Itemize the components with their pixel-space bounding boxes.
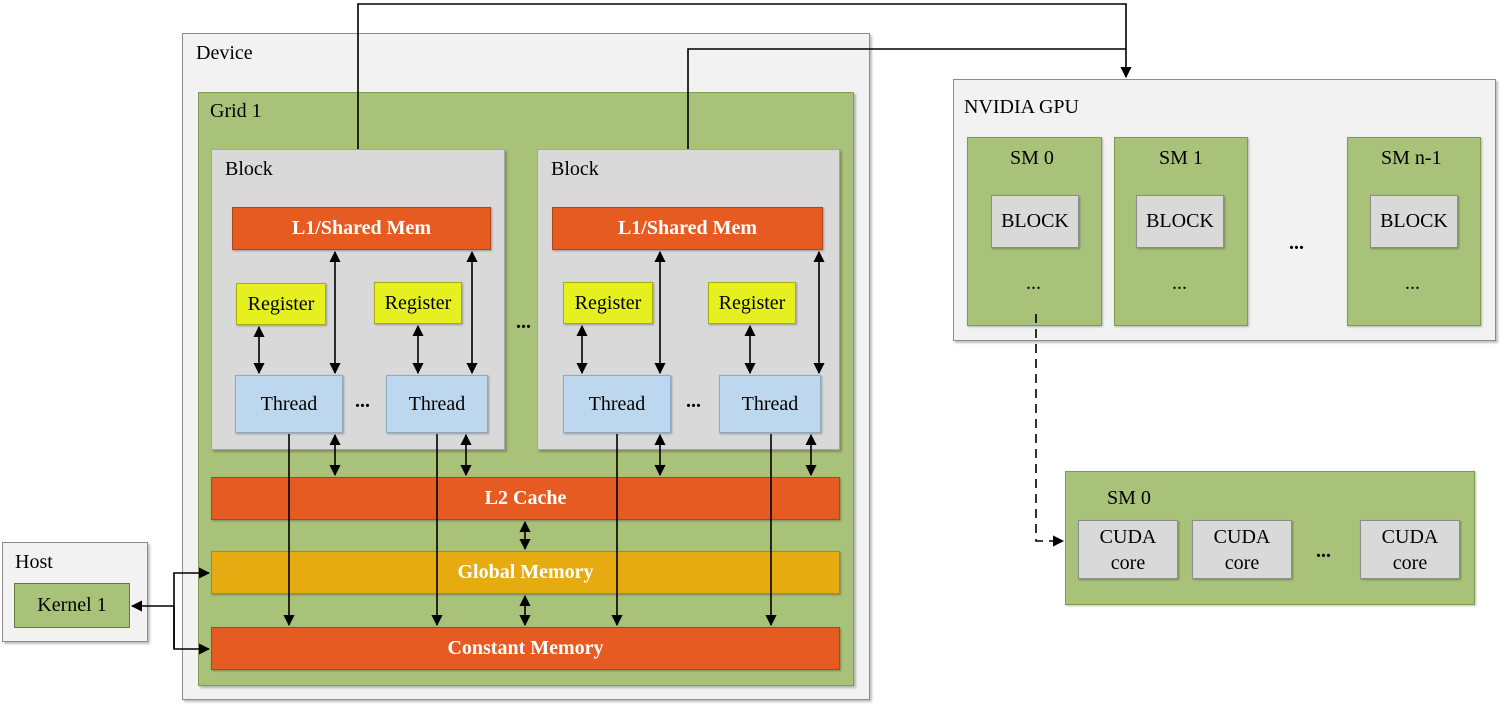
block-1-shared-mem: L1/Shared Mem (232, 207, 491, 250)
sm-n-1-block: BLOCK (1370, 195, 1458, 248)
between-sms-ellipsis: ... (1289, 232, 1304, 254)
cuda-core-2: CUDA core (1192, 520, 1292, 579)
cuda-core-ellipsis: ... (1316, 540, 1331, 562)
block-2-register-2: Register (708, 282, 796, 324)
block-1-title: Block (225, 158, 273, 180)
cuda-core-3: CUDA core (1360, 520, 1460, 579)
cuda-core-1: CUDA core (1078, 520, 1178, 579)
sm-1-ellipsis: ... (1172, 272, 1187, 294)
block-2-title: Block (551, 158, 599, 180)
cuda-core-1-line2: core (1110, 551, 1146, 574)
cuda-core-2-line2: core (1224, 551, 1260, 574)
sm0-to-detail-dashed-arrow (1035, 314, 1065, 547)
between-blocks-ellipsis: ... (516, 311, 531, 333)
block-2-thread-ellipsis: ... (686, 390, 701, 412)
sm-1-block: BLOCK (1136, 195, 1224, 248)
global-memory: Global Memory (211, 551, 840, 594)
constant-memory: Constant Memory (211, 627, 840, 670)
cuda-core-2-line1: CUDA (1213, 525, 1271, 548)
block-1-register-2: Register (374, 282, 462, 324)
sm-detail-title: SM 0 (1107, 487, 1151, 509)
cuda-core-3-line2: core (1392, 551, 1428, 574)
sm-0-block: BLOCK (991, 195, 1079, 248)
block-2-shared-mem: L1/Shared Mem (552, 207, 823, 250)
block-2-thread-1: Thread (563, 375, 671, 433)
block-1-to-gpu-line (357, 3, 1132, 149)
cuda-core-1-line1: CUDA (1099, 525, 1157, 548)
sm-n-1: SM n-1 (1347, 137, 1481, 326)
device-title: Device (196, 42, 253, 64)
sm-0-ellipsis: ... (1026, 272, 1041, 294)
host-to-const-arrow (173, 606, 211, 655)
gpu-title: NVIDIA GPU (964, 96, 1079, 118)
sm-0-label: SM 0 (1010, 147, 1054, 169)
grid-title: Grid 1 (210, 100, 262, 122)
block-2-to-gpu-line (687, 48, 1126, 149)
sm-n-1-ellipsis: ... (1405, 272, 1420, 294)
cuda-core-3-line1: CUDA (1381, 525, 1439, 548)
block-1-thread-1: Thread (235, 375, 343, 433)
kernel-box: Kernel 1 (14, 583, 130, 628)
block-2-thread-2: Thread (719, 375, 821, 433)
block-1-register-1: Register (236, 283, 326, 325)
sm-1-label: SM 1 (1159, 147, 1203, 169)
block-1-thread-ellipsis: ... (355, 390, 370, 412)
host-to-global-arrow (173, 567, 211, 648)
host-title: Host (15, 551, 53, 573)
block-2-register-1: Register (563, 282, 653, 324)
block-1-thread-2: Thread (386, 375, 488, 433)
sm-n-1-label: SM n-1 (1381, 147, 1442, 169)
l2-cache: L2 Cache (211, 477, 840, 520)
